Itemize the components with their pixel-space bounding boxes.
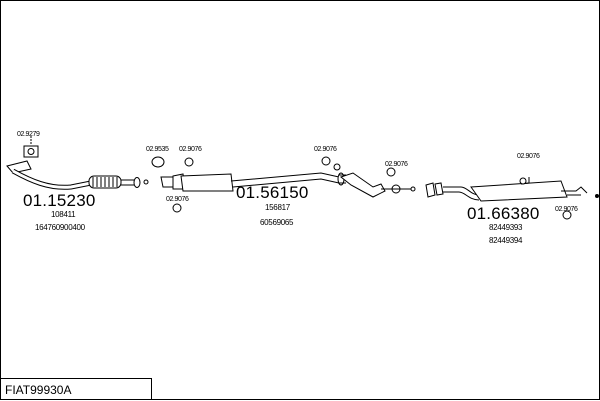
ring-02-9076-b-shape: [172, 203, 182, 213]
accessory-code: 02.9076: [555, 206, 578, 213]
diagram-code: FIAT99930A: [5, 383, 72, 397]
diagram-code-box: FIAT99930A: [0, 378, 152, 400]
part-number-front: 01.15230: [23, 191, 96, 210]
accessory-code: 02.9076: [166, 196, 189, 203]
centre-silencer: [339, 167, 416, 198]
rear-pipe: [425, 177, 599, 220]
accessory-code: 02.9535: [146, 146, 169, 153]
part-number-middle: 01.56150: [236, 183, 309, 202]
ring-02-9535-shape: [151, 156, 165, 168]
middle-pipe: [160, 156, 346, 192]
ref-rear-1: 82449393: [489, 223, 523, 232]
ref-middle-1: 156817: [265, 203, 290, 212]
accessory-code: 02.9076: [314, 146, 337, 153]
ref-rear-2: 82449394: [489, 236, 523, 245]
ref-front-1: 108411: [51, 210, 76, 219]
accessory-code: 02.9076: [385, 161, 408, 168]
accessory-code: 02.9076: [517, 153, 540, 160]
accessory-code: 02.9279: [17, 131, 40, 138]
front-pipe: [6, 160, 149, 190]
ref-front-2: 164760900400: [35, 223, 85, 232]
gasket-02-9279-shape: [23, 136, 39, 158]
part-number-rear: 01.66380: [467, 204, 540, 223]
accessory-code: 02.9076: [179, 146, 202, 153]
ref-middle-2: 60569065: [260, 218, 294, 227]
ring-02-9076-a-shape: [184, 157, 194, 167]
